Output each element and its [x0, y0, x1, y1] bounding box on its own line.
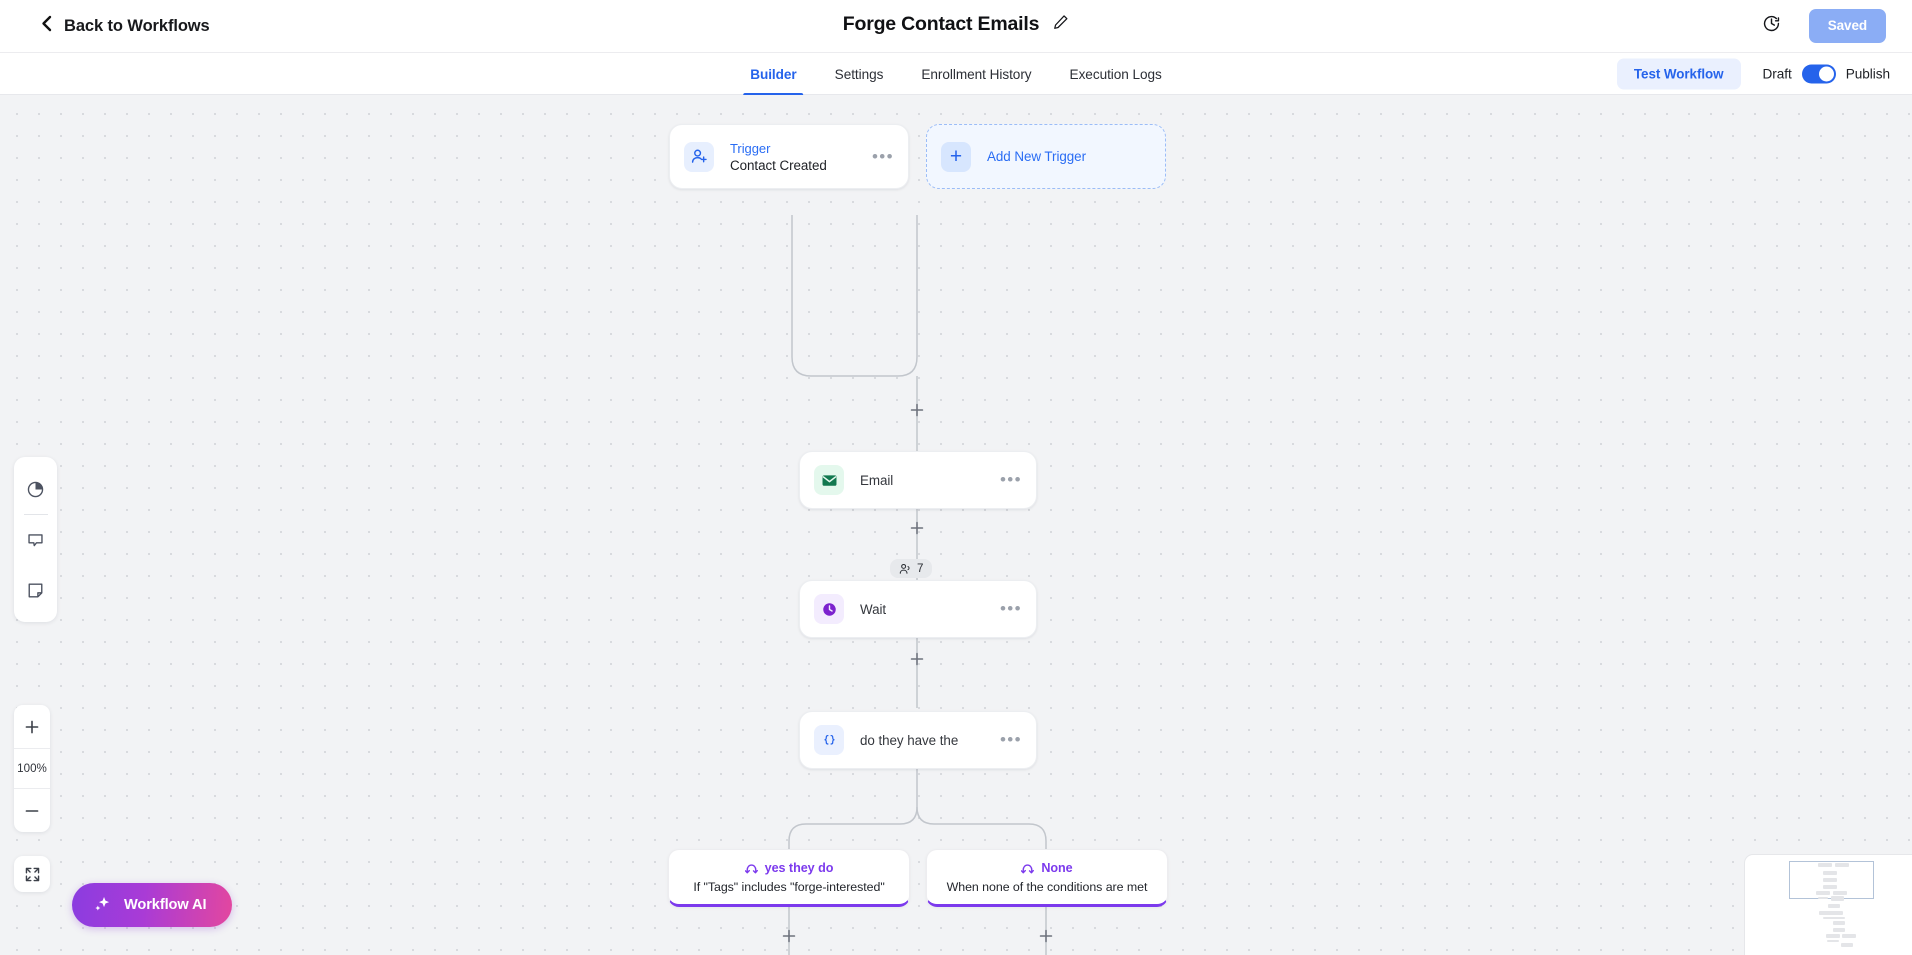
- branch-yes-header: yes they do: [744, 860, 834, 875]
- braces-icon: [814, 725, 844, 755]
- person-icon: [899, 563, 910, 574]
- add-step-button-1[interactable]: [909, 402, 925, 418]
- clock-icon: [814, 594, 844, 624]
- page-title: Forge Contact Emails: [842, 13, 1040, 35]
- tab-settings[interactable]: Settings: [834, 66, 884, 82]
- node-condition[interactable]: do they have the •••: [799, 711, 1037, 769]
- minimap-node: [1823, 885, 1837, 889]
- publish-toggle[interactable]: [1801, 64, 1836, 83]
- branch-none-name: None: [1041, 860, 1073, 875]
- node-trigger[interactable]: Trigger Contact Created •••: [669, 124, 909, 189]
- top-bar: Back to Workflows Forge Contact Emails S…: [0, 0, 1912, 53]
- minimap-node: [1842, 934, 1856, 938]
- pencil-icon[interactable]: [1053, 14, 1069, 35]
- fit-to-screen-button[interactable]: [14, 856, 50, 892]
- add-new-trigger-label: Add New Trigger: [987, 149, 1086, 164]
- minimap-node: [1835, 863, 1849, 867]
- user-plus-icon: [684, 141, 714, 172]
- add-step-button-2[interactable]: [909, 520, 925, 536]
- add-step-button-5[interactable]: [1038, 928, 1054, 944]
- fit-screen-icon: [25, 867, 39, 881]
- workflow-title-group: Forge Contact Emails: [843, 13, 1069, 36]
- tabbar-actions: Test Workflow Draft Publish: [1616, 58, 1890, 89]
- add-step-button-3[interactable]: [909, 651, 925, 667]
- node-trigger-text: Trigger Contact Created: [730, 141, 827, 173]
- minimap-node: [1827, 940, 1839, 942]
- minimap-node: [1826, 934, 1840, 938]
- add-step-button-4[interactable]: [781, 928, 797, 944]
- tab-list: Builder Settings Enrollment History Exec…: [731, 53, 1181, 95]
- branch-none-header: None: [1021, 860, 1073, 875]
- node-wait[interactable]: Wait •••: [799, 580, 1037, 638]
- minimap-node: [1841, 943, 1853, 947]
- pie-chart-icon[interactable]: [14, 464, 57, 514]
- draft-publish-toggle-group: Draft Publish: [1763, 64, 1890, 83]
- clock-history-icon[interactable]: [1762, 14, 1781, 38]
- workflow-edges: [788, 215, 1047, 955]
- branch-none-desc: When none of the conditions are met: [946, 879, 1148, 894]
- zoom-in-button[interactable]: [14, 705, 50, 748]
- minimap-node: [1823, 878, 1837, 882]
- comment-icon[interactable]: [14, 515, 57, 565]
- node-condition-menu-icon[interactable]: •••: [999, 730, 1022, 749]
- tab-execution-logs[interactable]: Execution Logs: [1069, 66, 1162, 82]
- publish-label: Publish: [1845, 66, 1890, 81]
- envelope-icon: [814, 465, 844, 495]
- tab-builder[interactable]: Builder: [731, 53, 815, 95]
- save-button[interactable]: Saved: [1808, 9, 1886, 43]
- minimap-node: [1823, 917, 1845, 919]
- enrollment-count: 7: [917, 562, 924, 575]
- node-wait-label: Wait: [860, 601, 887, 617]
- branch-card-yes-they-do[interactable]: yes they do If "Tags" includes "forge-in…: [668, 849, 910, 907]
- node-trigger-title: Trigger: [730, 140, 771, 156]
- sparkle-icon: [93, 894, 112, 917]
- minimap-node: [1831, 896, 1844, 901]
- node-trigger-menu-icon[interactable]: •••: [871, 146, 894, 166]
- node-email-1[interactable]: Email •••: [799, 451, 1037, 509]
- minimap[interactable]: [1745, 855, 1912, 955]
- draft-label: Draft: [1762, 66, 1792, 81]
- minimap-node: [1818, 863, 1832, 867]
- minimap-node: [1828, 904, 1840, 908]
- workflow-ai-button[interactable]: Workflow AI: [72, 883, 233, 927]
- minimap-node: [1833, 928, 1845, 932]
- minimap-node: [1823, 871, 1837, 875]
- minimap-node: [1833, 891, 1847, 895]
- topbar-actions: Saved: [1762, 9, 1886, 43]
- branch-fork-icon: [1021, 864, 1035, 874]
- workflow-ai-label: Workflow AI: [124, 897, 207, 913]
- canvas-tool-panel: [14, 457, 57, 623]
- minimap-node: [1833, 921, 1845, 925]
- back-to-workflows-label: Back to Workflows: [64, 16, 210, 35]
- zoom-controls: 100%: [14, 705, 50, 832]
- tab-bar: Builder Settings Enrollment History Exec…: [0, 53, 1912, 95]
- branch-card-none[interactable]: None When none of the conditions are met: [926, 849, 1168, 907]
- tool-divider: [23, 514, 48, 516]
- enrollment-count-badge[interactable]: 7: [890, 559, 933, 578]
- node-wait-menu-icon[interactable]: •••: [999, 599, 1022, 618]
- test-workflow-button[interactable]: Test Workflow: [1616, 58, 1741, 89]
- node-email-1-menu-icon[interactable]: •••: [999, 470, 1022, 489]
- branch-fork-icon: [744, 864, 758, 874]
- minimap-node: [1818, 897, 1828, 899]
- node-email-1-label: Email: [860, 472, 894, 488]
- minimap-node: [1819, 911, 1843, 915]
- plus-icon: +: [941, 141, 971, 172]
- branch-yes-name: yes they do: [764, 860, 834, 875]
- zoom-level[interactable]: 100%: [14, 748, 50, 789]
- note-icon[interactable]: [14, 565, 57, 615]
- branch-yes-desc: If "Tags" includes "forge-interested": [693, 879, 885, 894]
- tab-enrollment-history[interactable]: Enrollment History: [921, 66, 1032, 82]
- node-trigger-subtitle: Contact Created: [730, 157, 827, 173]
- zoom-out-button[interactable]: [14, 789, 50, 832]
- chevron-left-icon: [40, 15, 53, 37]
- minimap-node: [1816, 891, 1830, 895]
- node-condition-label: do they have the: [860, 732, 959, 748]
- back-to-workflows-button[interactable]: Back to Workflows: [40, 15, 210, 37]
- workflow-canvas[interactable]: Trigger Contact Created ••• + Add New Tr…: [0, 95, 1912, 955]
- add-new-trigger-button[interactable]: + Add New Trigger: [926, 124, 1166, 189]
